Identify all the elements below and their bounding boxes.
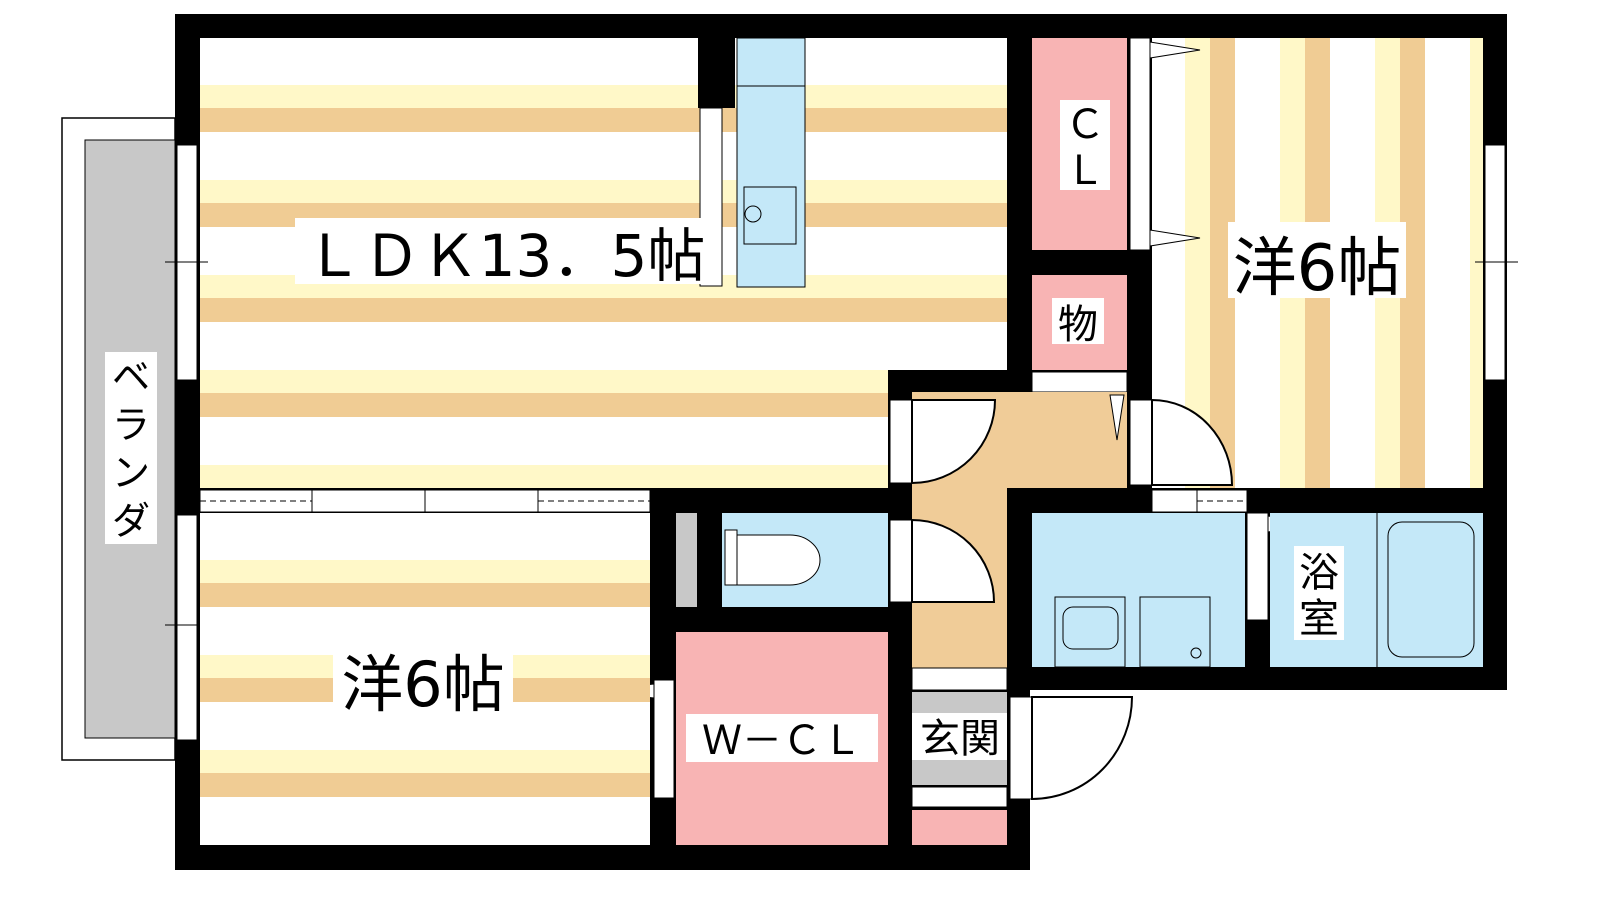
sliding-doors [199,489,1248,513]
toilet [676,513,888,607]
bedroom-right-label: 洋6帖 [1233,232,1402,306]
ldk-label: ＬＤＫ13．5帖 [305,222,706,290]
toilet-icon [736,534,821,586]
bath-label-1: 浴 [1299,550,1339,596]
storage-label: 物 [1058,302,1098,348]
closet-label-l: Ｌ [1065,148,1105,194]
room-bedroom-lower: 洋6帖 [200,513,650,845]
sink-icon [743,186,797,245]
door-entrance [1031,696,1134,801]
entrance-label: 玄関 [920,716,1000,762]
veranda-char: ン [112,451,150,495]
veranda-char: ラ [112,403,150,447]
bathtub-icon [1387,521,1475,658]
washing-machine-icon [1139,596,1211,668]
washbasin-icon [1054,596,1126,668]
walk-in-closet: Ｗ－ＣＬ [676,632,888,845]
door-toilet [911,518,996,603]
bathroom: 浴 室 [1270,513,1483,667]
entrance: 玄関 [911,667,1008,845]
storage: 物 [1031,275,1128,393]
doors [592,398,1234,801]
veranda-char: ベ [112,355,150,399]
door-ldk [911,399,997,485]
bath-label-2: 室 [1299,596,1339,642]
closet: Ｃ Ｌ [1032,37,1201,251]
room-bedroom-right: 洋6帖 [1152,38,1506,488]
closet-label-c: Ｃ [1065,102,1105,148]
pillar [698,38,735,108]
windows [165,144,1518,741]
wcl-label: Ｗ－ＣＬ [702,718,862,764]
door-bedroom-right [1151,398,1234,486]
kitchen-counter [736,37,806,288]
room-ldk: ＬＤＫ13．5帖 [200,37,1007,488]
bedroom-lower-label: 洋6帖 [341,648,504,721]
washroom [1032,512,1323,668]
veranda: ベ ラ ン ダ [61,117,176,761]
veranda-char: ダ [112,499,150,543]
